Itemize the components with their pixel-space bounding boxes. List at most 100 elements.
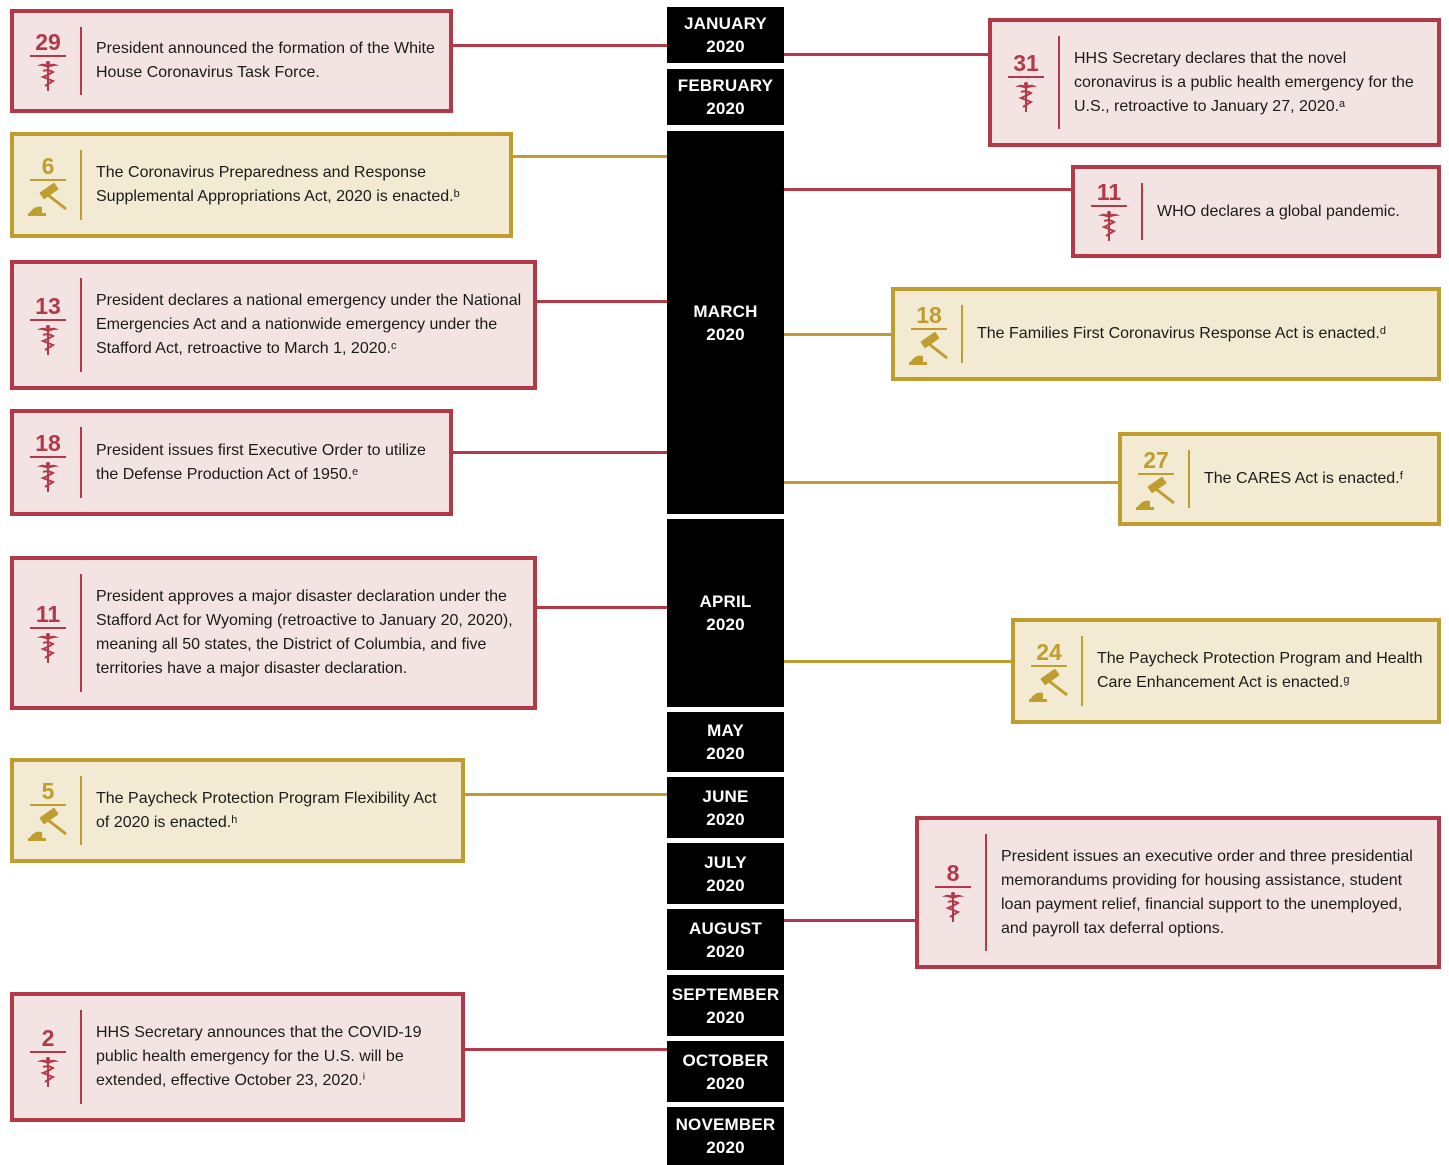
gavel-icon (26, 808, 70, 842)
event-badge: 18 (895, 303, 959, 366)
caduceus-icon (1013, 80, 1039, 114)
month-year: 2020 (706, 809, 745, 829)
event-card: 13 President declares a national emergen… (10, 260, 537, 390)
event-day: 8 (946, 860, 960, 886)
event-day: 11 (1096, 179, 1122, 205)
caduceus-icon (940, 890, 966, 924)
event-day: 27 (1143, 446, 1169, 473)
event-badge: 31 (992, 51, 1056, 114)
event-badge: 6 (14, 154, 78, 217)
event-text: President announced the formation of the… (96, 40, 435, 81)
event-card: 2 HHS Secretary announces that the COVID… (10, 992, 465, 1122)
caduceus-icon (35, 323, 61, 357)
badge-rule (1091, 205, 1127, 207)
month-year: 2020 (706, 1138, 745, 1157)
event-day: 6 (41, 152, 55, 179)
badge-divider (80, 150, 82, 220)
badge-divider (80, 574, 82, 692)
month-april: APRIL 2020 (667, 519, 784, 707)
month-name: FEBRUARY (677, 76, 774, 95)
month-name: APRIL (699, 592, 752, 611)
month-name: MAY (707, 721, 744, 740)
connector-line (536, 300, 667, 303)
month-year: 2020 (706, 99, 745, 118)
badge-rule (30, 804, 66, 806)
event-text: HHS Secretary declares that the novel co… (1074, 49, 1414, 115)
caduceus-icon (35, 460, 61, 494)
month-march: MARCH 2020 (667, 131, 784, 514)
month-name: JULY (704, 852, 747, 872)
badge-divider (80, 1010, 82, 1104)
badge-rule (30, 318, 66, 321)
badge-divider (80, 427, 82, 498)
connector-line (784, 919, 916, 922)
event-card: 24 The Paycheck Protection Program and H… (1011, 618, 1441, 724)
event-day: 18 (916, 301, 942, 328)
event-day: 31 (1013, 50, 1039, 76)
connector-line (784, 481, 1120, 484)
connector-line (464, 793, 667, 796)
badge-rule (30, 456, 66, 458)
event-day: 5 (41, 778, 55, 804)
badge-rule (30, 1050, 66, 1053)
event-card: 18 President issues first Executive Orde… (10, 409, 453, 516)
event-day: 13 (35, 292, 61, 319)
month-august: AUGUST 2020 (667, 909, 784, 970)
caduceus-icon (35, 59, 61, 93)
badge-rule (30, 626, 66, 629)
month-october: OCTOBER 2020 (667, 1041, 784, 1102)
badge-rule (1138, 472, 1174, 475)
event-text: The Paycheck Protection Program Flexibil… (96, 789, 437, 831)
event-card: 8 President issues an executive order an… (915, 816, 1441, 969)
event-card: 29 President announced the formation of … (10, 9, 453, 113)
month-year: 2020 (706, 1073, 745, 1093)
month-september: SEPTEMBER 2020 (667, 975, 784, 1036)
month-may: MAY 2020 (667, 712, 784, 772)
gavel-icon (1027, 668, 1071, 703)
event-card: 11 WHO declares a global pandemic. (1071, 165, 1441, 258)
event-badge: 11 (14, 602, 78, 665)
badge-rule (30, 178, 66, 181)
event-text: President issues first Executive Order t… (96, 441, 426, 483)
month-year: 2020 (706, 941, 745, 961)
event-card: 27 The CARES Act is enacted.ᶠ (1118, 432, 1441, 526)
badge-divider (1081, 636, 1083, 706)
event-text: HHS Secretary announces that the COVID-1… (96, 1024, 422, 1089)
event-day: 18 (35, 430, 61, 456)
connector-line (784, 188, 1072, 191)
badge-rule (30, 54, 66, 57)
event-badge: 18 (14, 431, 78, 494)
month-name: AUGUST (689, 918, 762, 938)
event-badge: 27 (1122, 448, 1186, 511)
month-name: NOVEMBER (675, 1115, 776, 1134)
connector-line (784, 333, 892, 336)
event-day: 11 (35, 600, 61, 627)
badge-divider (80, 27, 82, 95)
event-badge: 2 (14, 1026, 78, 1089)
badge-divider (80, 278, 82, 372)
event-text: WHO declares a global pandemic. (1157, 202, 1400, 220)
event-text: President approves a major disaster decl… (96, 588, 513, 677)
event-text: President declares a national emergency … (96, 292, 522, 357)
badge-divider (80, 776, 82, 845)
caduceus-icon (35, 1055, 61, 1089)
month-name: JUNE (702, 786, 749, 806)
month-name: SEPTEMBER (671, 984, 780, 1004)
month-january: JANUARY 2020 (667, 7, 784, 63)
badge-rule (1008, 76, 1044, 78)
badge-rule (1031, 664, 1067, 667)
gavel-icon (1134, 476, 1178, 511)
badge-divider (985, 834, 987, 951)
event-day: 24 (1036, 638, 1062, 665)
caduceus-icon (35, 631, 61, 665)
month-name: MARCH (693, 301, 758, 321)
month-year: 2020 (706, 37, 745, 56)
event-badge: 24 (1015, 640, 1079, 703)
event-text: The CARES Act is enacted.ᶠ (1204, 470, 1404, 487)
badge-divider (1188, 450, 1190, 508)
badge-divider (1141, 183, 1143, 240)
event-badge: 29 (14, 30, 78, 93)
gavel-icon (907, 331, 951, 366)
month-july: JULY 2020 (667, 843, 784, 904)
month-year: 2020 (706, 615, 745, 634)
